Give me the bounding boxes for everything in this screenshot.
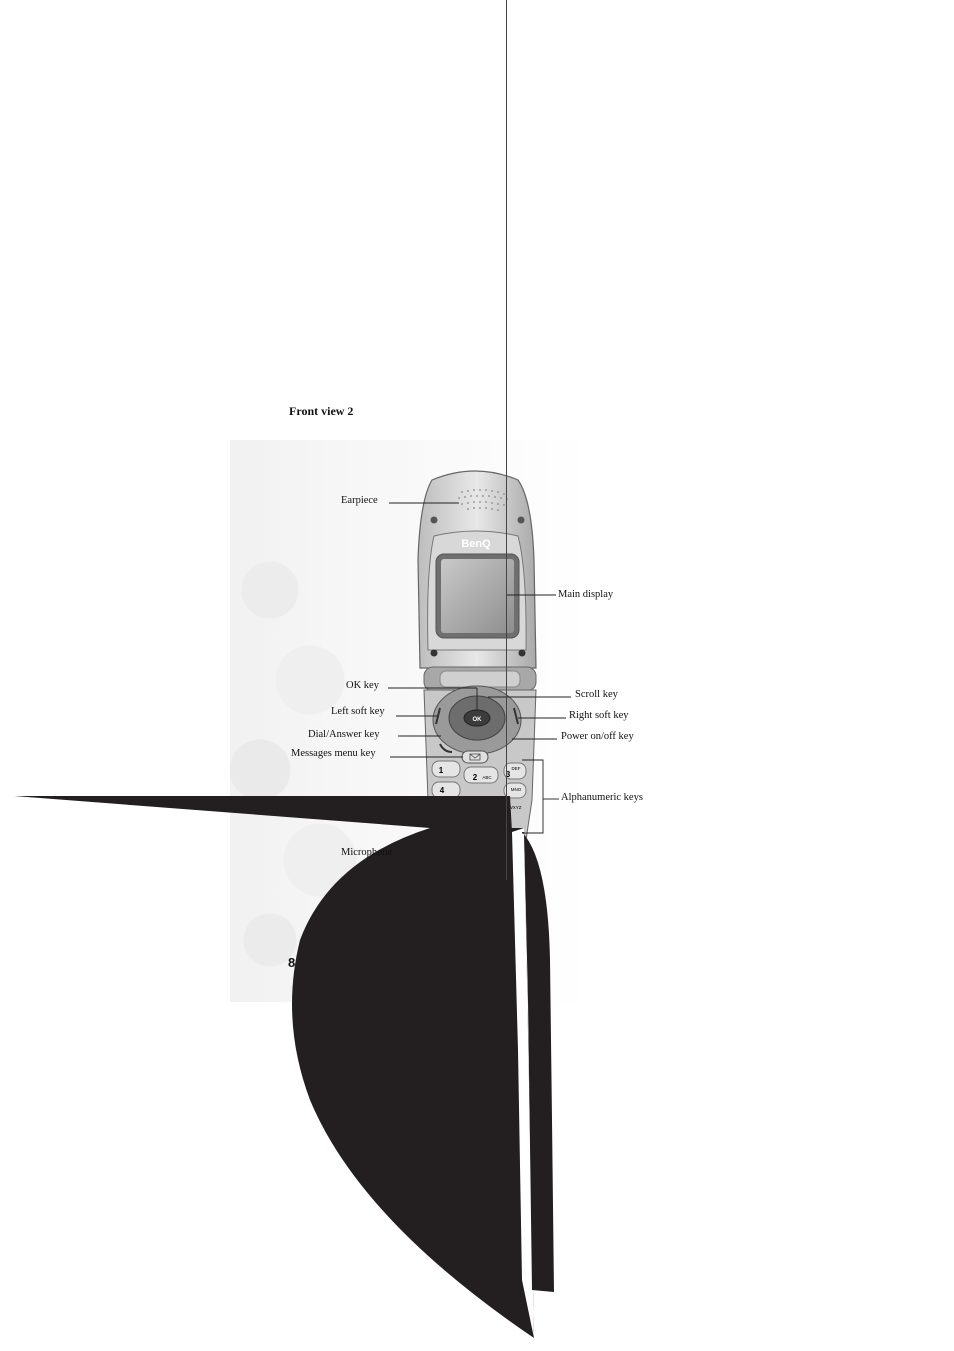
messages-menu-key[interactable] [461,750,489,764]
right-soft-key[interactable] [513,707,519,725]
label-ok-key: OK key [346,680,379,691]
label-messages-menu-key: Messages menu key [291,748,376,759]
page-number: 8 [288,955,296,970]
svg-text:MNO: MNO [511,787,522,792]
label-scroll-key: Scroll key [575,689,618,700]
svg-text:2: 2 [473,773,478,782]
hinge [423,666,537,692]
label-microphone: Microphone [341,847,393,858]
label-dial-answer-key: Dial/Answer key [308,729,380,740]
key-6[interactable] [503,782,527,799]
label-earpiece: Earpiece [341,495,378,506]
label-main-display: Main display [558,589,614,600]
figure-title: Front view 2 [289,404,354,418]
envelope-icon [469,753,481,761]
vertical-rule [506,0,507,880]
label-left-soft-key: Left soft key [331,706,385,717]
key-4[interactable] [431,781,461,799]
key-1[interactable] [431,760,461,778]
svg-text:4: 4 [440,786,445,795]
svg-text:WXYZ: WXYZ [509,805,522,810]
label-right-soft-key: Right soft key [569,710,629,721]
flip-top: BenQ [417,470,537,669]
svg-text:DEF: DEF [512,766,521,771]
leader-lines [388,502,571,857]
svg-text:1: 1 [439,766,444,775]
label-power-key: Power on/off key [561,731,634,742]
svg-text:3: 3 [506,770,511,779]
key-3[interactable] [503,762,527,780]
key-2[interactable] [463,766,499,784]
main-display-screen [441,559,514,633]
dial-answer-key[interactable] [439,743,453,753]
label-alphanumeric-keys: Alphanumeric keys [561,792,643,803]
earpiece-grille [458,489,508,511]
svg-text:ABC: ABC [482,775,492,780]
svg-text:OK: OK [473,717,483,723]
brand-logo: BenQ [461,538,491,550]
black-artifact-shapes [14,796,554,1338]
